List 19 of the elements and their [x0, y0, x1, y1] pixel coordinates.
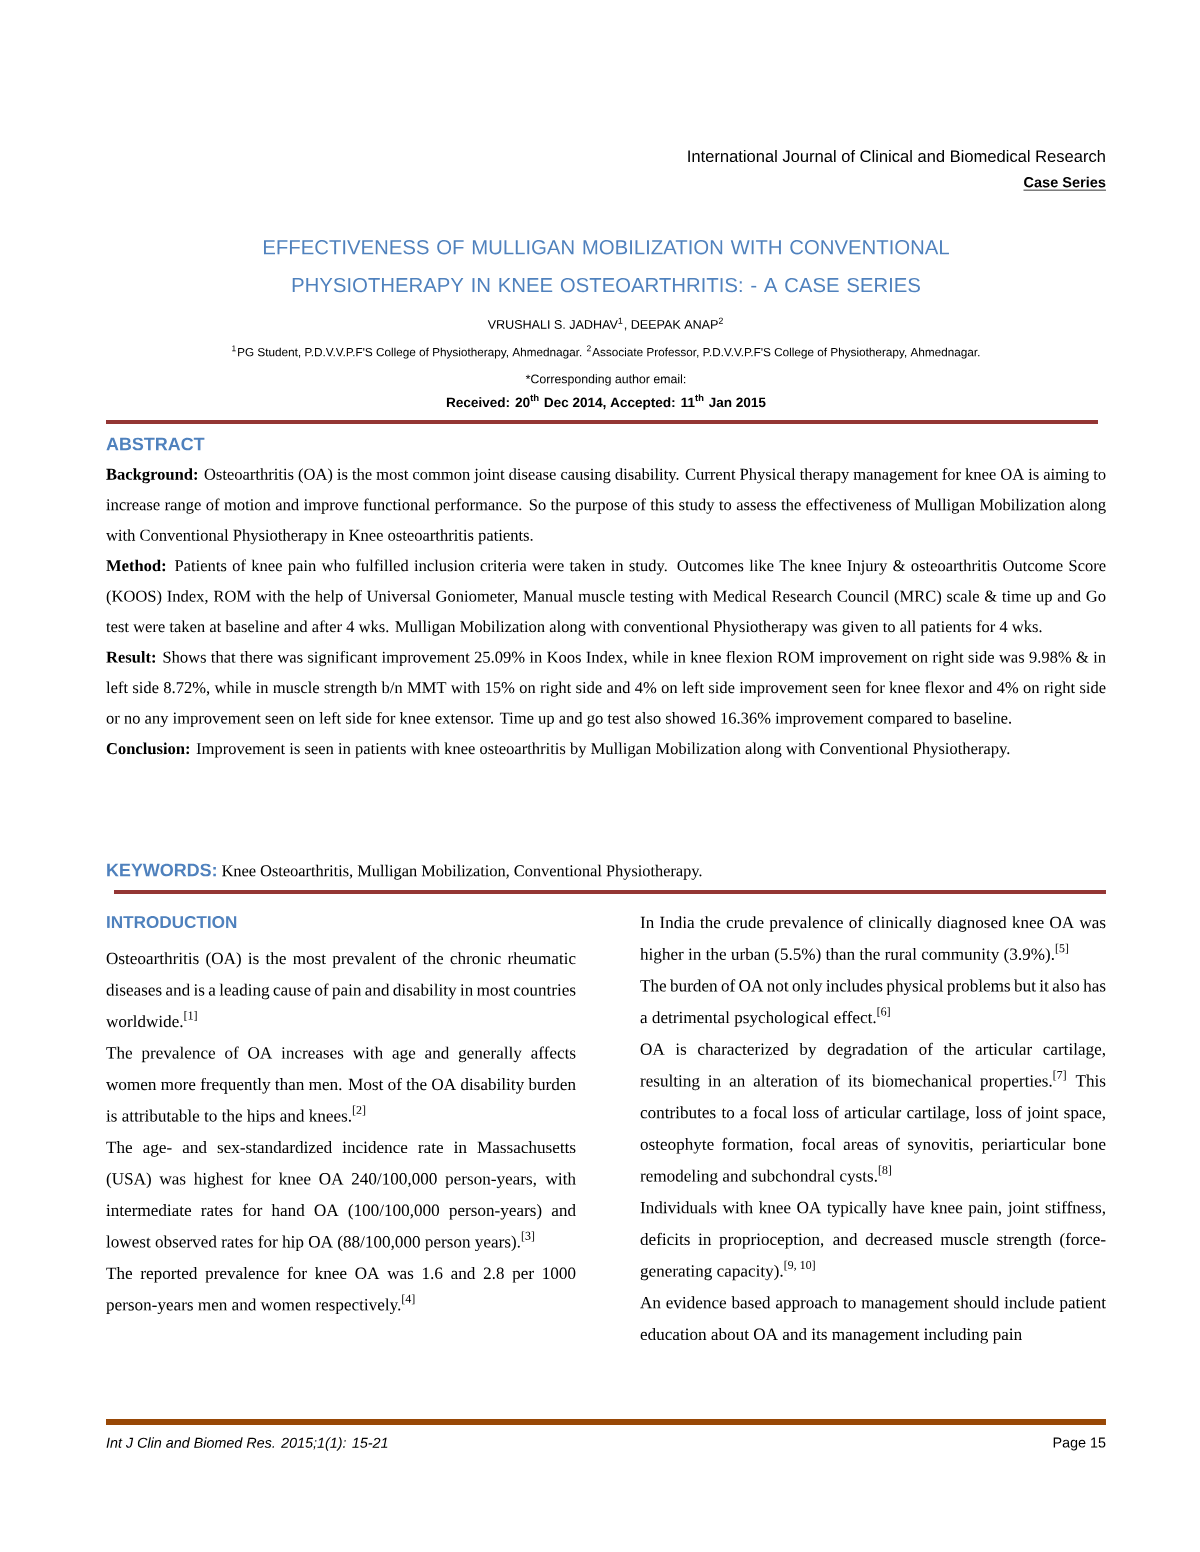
paragraph: Background: Osteoarthritis (OA) is the most common joint disease causing disability. Current Physical therapy management for knee OA is aiming to increase range of motion and improve functional performance. So the purpose of this study to assess the effectiveness of Mulligan Mobilization along with Conventional Physiotherapy in Knee osteoarthritis patients. — [106, 468, 1106, 545]
paragraph: The age- and sex-standardized incidence rate in Massachusetts (USA) was highest for knee OA 240/100,000 person-years, with intermediate rates for hand OA (100/100,000 person-years) and lowest observed rates for hip OA (88/100,000 person years).$^{[3]}$ — [106, 1141, 576, 1252]
paragraph: The burden of OA not only includes physical problems but it also has a detrimental psychological effect.$^{[6]}$ — [640, 979, 1106, 1027]
paragraph: The prevalence of OA increases with age and generally affects women more frequently than men. Most of the OA disability burden is attributable to the hips and knees.$^{[2]}$ — [106, 1046, 576, 1126]
paragraph: OA is characterized by degradation of the articular cartilage, resulting in an alteration of its biomechanical properties.$^{[7]}$ This contributes to a focal loss of articular cartilage, loss of joint space, osteophyte formation, focal areas of synovitis, periarticular bone remodeling and subchondral cysts.$^{[8]}$ — [640, 1042, 1106, 1186]
paragraph: The reported prevalence for knee OA was 1.6 and 2.8 per 1000 person-years men and women respectively.$^{[4]}$ — [106, 1266, 576, 1315]
paragraph: Conclusion: Improvement is seen in patients with knee osteoarthritis by Mulligan Mobilization along with Conventional Physiotherapy. — [106, 742, 1010, 758]
section-heading: ABSTRACT — [106, 437, 205, 451]
paragraph: Individuals with knee OA typically have knee pain, joint stiffness, deficits in proprioception, and decreased muscle strength (force-generating capacity).$^{[9, 10]}$ — [640, 1201, 1106, 1281]
paragraph: In India the crude prevalence of clinically diagnosed knee OA was higher in the urban (5.5%) than the rural community (3.9%).$^{[5]}$ — [640, 916, 1106, 964]
paragraph: An evidence based approach to management should include patient education about OA and its management including pain — [640, 1296, 1106, 1344]
paragraph: Method: Patients of knee pain who fulfilled inclusion criteria were taken in study. Outcomes like The knee Injury & osteoarthritis Outcome Score (KOOS) Index, ROM with the help of Universal Goniometer, Manual muscle testing with Medical Research Council (MRC) scale & time up and Go test were taken at baseline and after 4 wks. Mulligan Mobilization along with conventional Physiotherapy was given to all patients for 4 wks. — [106, 559, 1106, 636]
paragraph: Osteoarthritis (OA) is the most prevalent of the chronic rheumatic diseases and is a leading cause of pain and disability in most countries worldwide.$^{[1]}$ — [106, 952, 576, 1028]
section-heading: INTRODUCTION — [107, 915, 237, 929]
journal-name: International Journal of Clinical and Biomedical Research — [688, 149, 1105, 163]
paragraph: Result: Shows that there was significant improvement 25.09% in Koos Index, while in knee flexion ROM improvement on right side was 9.98% & in left side 8.72%, while in muscle strength b/n MMT with 15% on right side and 4% on left side improvement seen for knee flexor and 4% on right side or no any improvement seen on left side for knee extensor. Time up and go test also showed 16.36% improvement compared to baseline. — [106, 650, 1106, 728]
keywords-heading: KEYWORDS: — [107, 863, 216, 877]
article-title: EFFECTIVENESS OF MULLIGAN MOBILIZATION WITH CONVENTIONAL PHYSIOTHERAPY IN KNEE OSTEOARTHRITIS: - A CASE SERIES — [264, 240, 949, 293]
keywords-text: Knee Osteoarthritis, Mulligan Mobilization, Conventional Physiotherapy. — [222, 864, 702, 880]
